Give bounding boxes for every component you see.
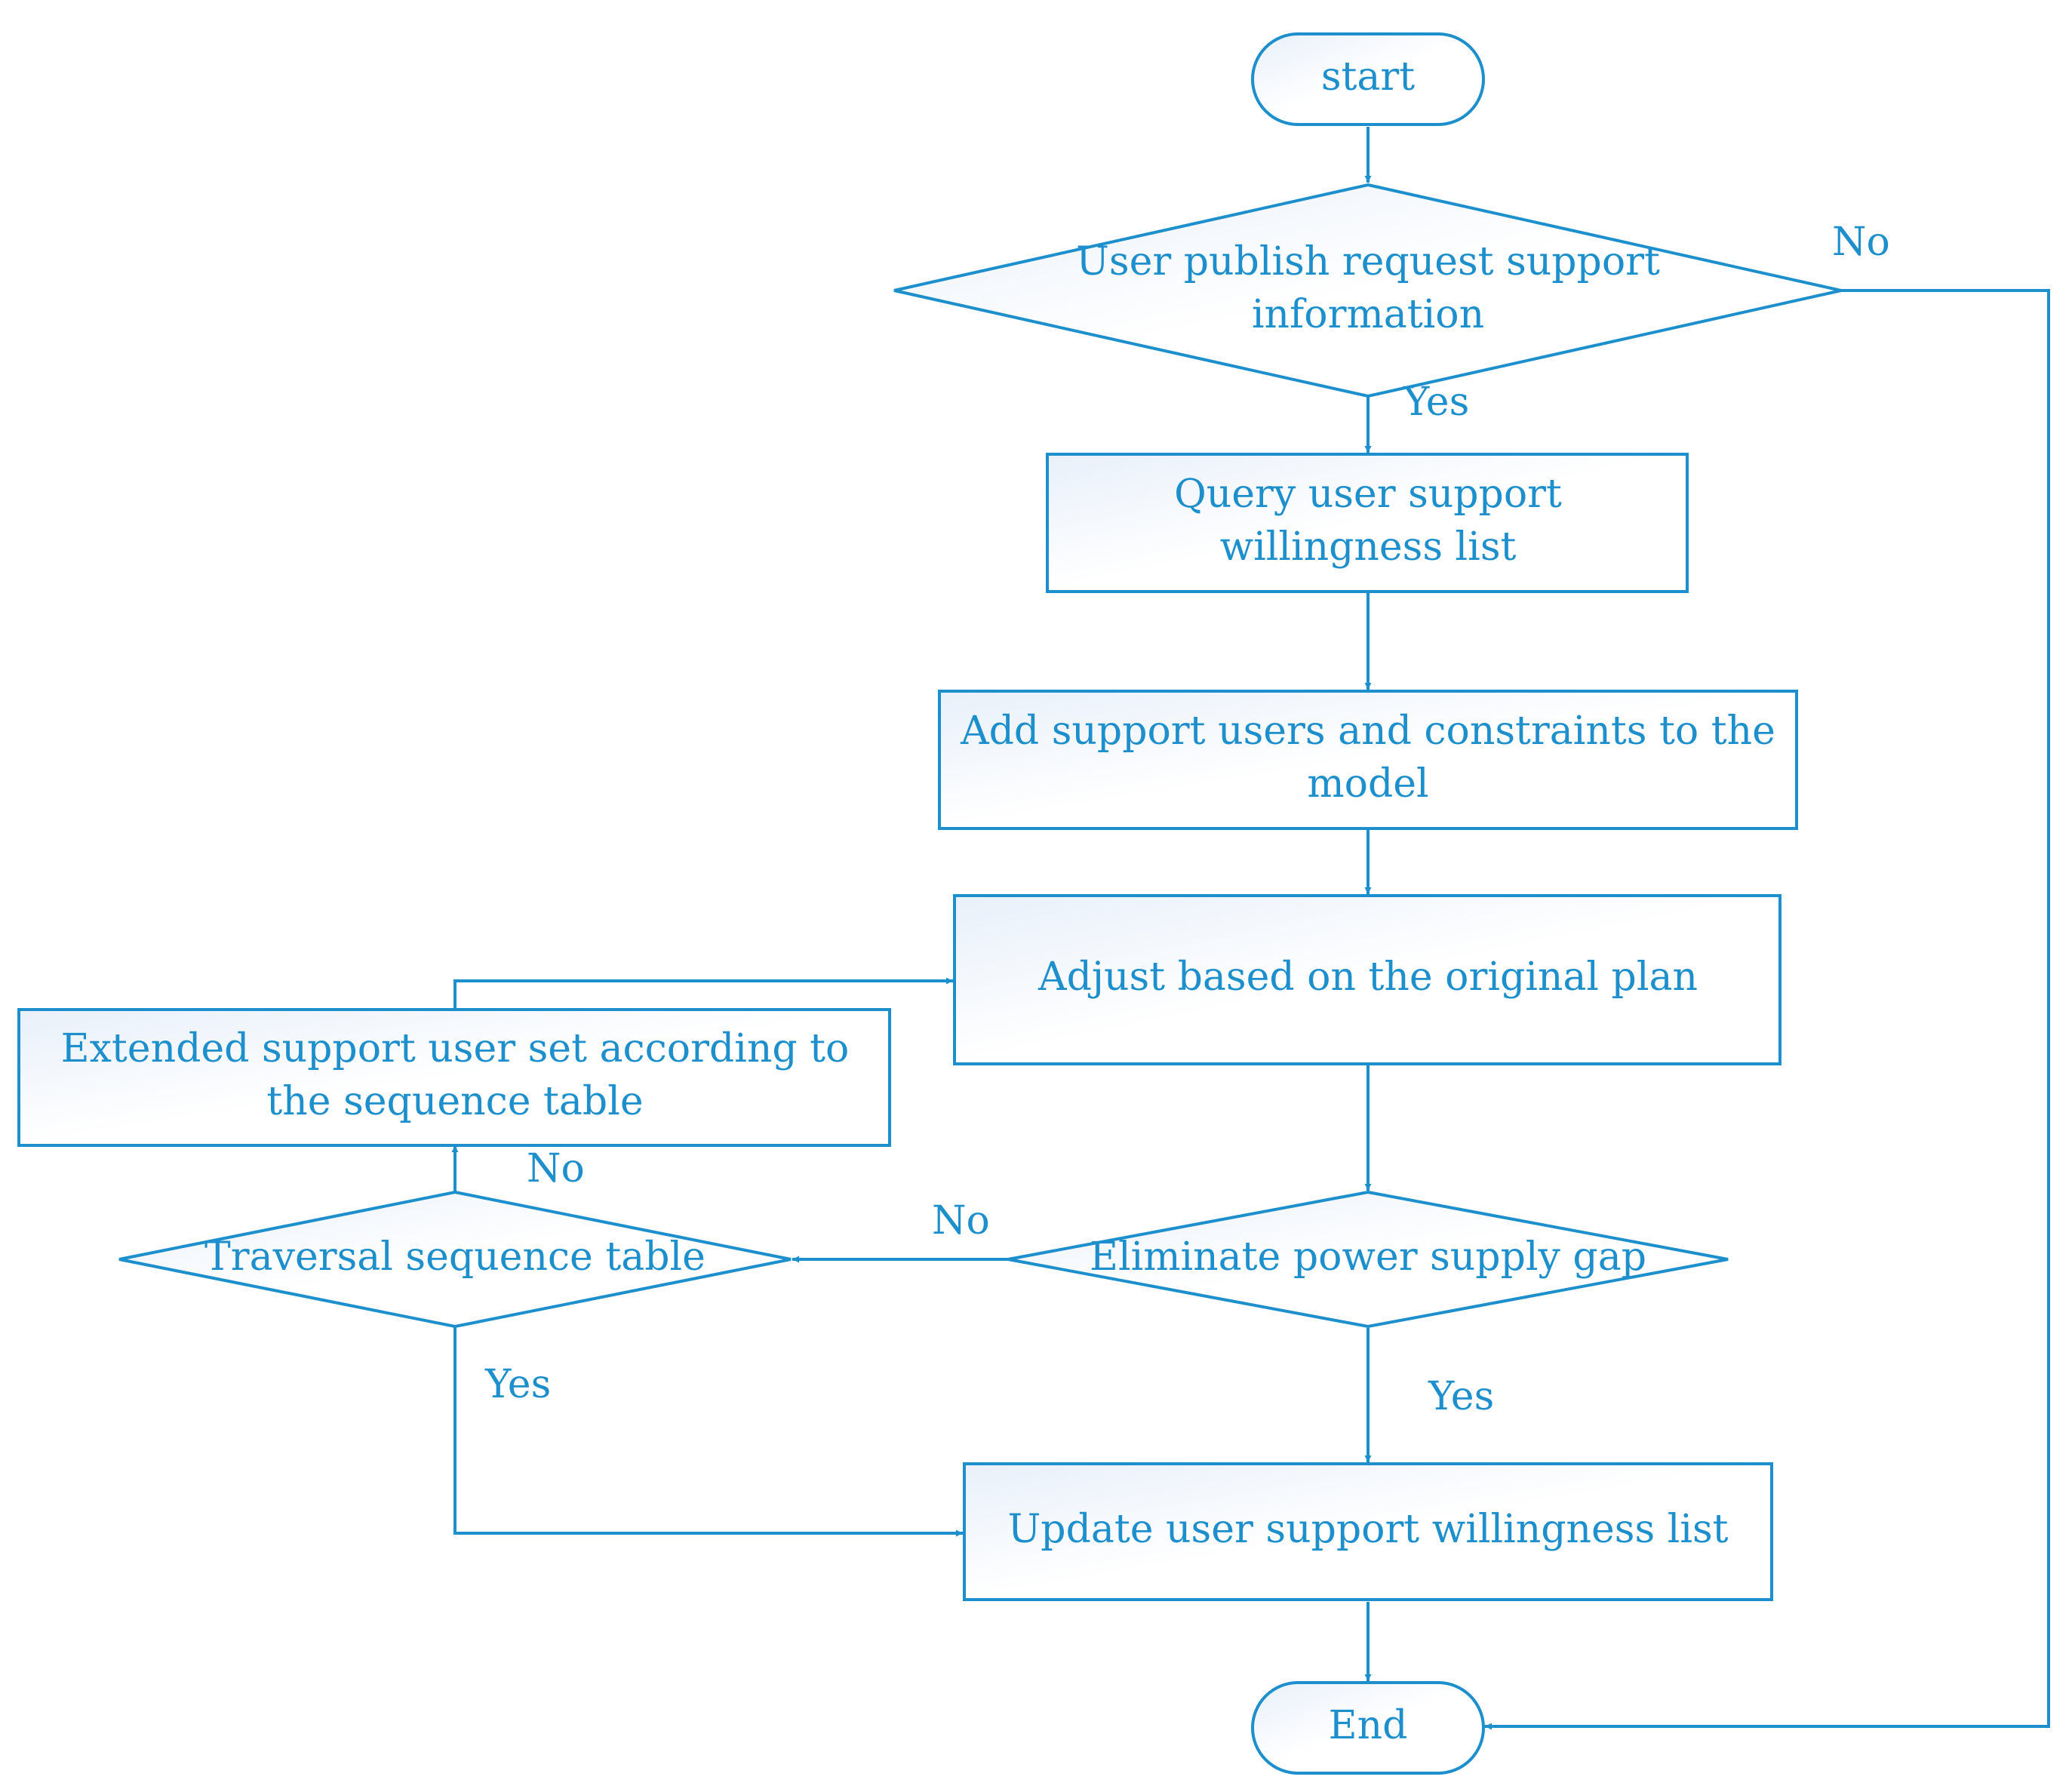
label-line: User publish request support bbox=[1076, 239, 1660, 284]
node-add-process: Add support users and constraints to the… bbox=[938, 690, 1798, 830]
connectors bbox=[451, 127, 2050, 1730]
label-line: the sequence table bbox=[266, 1079, 643, 1124]
label-line: start bbox=[1321, 54, 1415, 100]
process-shape bbox=[953, 894, 1781, 1065]
gap-no-label: No bbox=[932, 1198, 990, 1243]
node-add-label: Add support users and constraints to the… bbox=[960, 709, 1775, 807]
process-shape bbox=[1046, 453, 1689, 593]
node-update-process: Update user support willingness list bbox=[963, 1462, 1773, 1601]
label-line: Query user support bbox=[1174, 472, 1562, 517]
node-extend-label: Extended support user set according to th… bbox=[61, 1026, 850, 1124]
node-publish-decision: User publish request support information bbox=[893, 183, 1842, 398]
terminator-shape bbox=[1251, 1681, 1485, 1775]
node-query-label: Query user support willingness list bbox=[1174, 472, 1562, 570]
traverse-no-label: No bbox=[527, 1146, 585, 1191]
traverse-yes-label: Yes bbox=[484, 1362, 551, 1407]
label-line: Extended support user set according to bbox=[61, 1026, 850, 1071]
label-line: Traversal sequence table bbox=[204, 1234, 706, 1280]
label-line: Update user support willingness list bbox=[1007, 1507, 1728, 1552]
process-shape bbox=[963, 1462, 1773, 1601]
process-shape bbox=[17, 1008, 891, 1147]
label-line: Add support users and constraints to the bbox=[960, 709, 1775, 754]
node-adjust-process: Adjust based on the original plan bbox=[953, 894, 1781, 1065]
node-start-label: start bbox=[1321, 54, 1415, 100]
edge-traverse-yes-to-update bbox=[453, 1327, 963, 1537]
label-line: information bbox=[1252, 292, 1484, 337]
terminator-shape bbox=[1251, 32, 1485, 126]
gap-yes-label: Yes bbox=[1428, 1374, 1494, 1419]
edge-publish-no-to-end bbox=[1485, 289, 2050, 1730]
node-end: End bbox=[1251, 1681, 1485, 1775]
node-publish-label: User publish request support information bbox=[1076, 239, 1660, 337]
node-traverse-decision: Traversal sequence table bbox=[118, 1190, 792, 1329]
node-end-label: End bbox=[1329, 1703, 1408, 1748]
decision-shape bbox=[1007, 1190, 1729, 1329]
process-shape bbox=[938, 690, 1798, 830]
node-query-process: Query user support willingness list bbox=[1046, 453, 1689, 593]
publish-no-label: No bbox=[1832, 220, 1890, 265]
label-line: model bbox=[1307, 761, 1428, 807]
label-line: End bbox=[1329, 1703, 1408, 1748]
edge-extend-to-adjust bbox=[453, 977, 953, 1010]
decision-shape bbox=[118, 1190, 792, 1329]
label-line: Eliminate power supply gap bbox=[1090, 1234, 1646, 1280]
node-start: start bbox=[1251, 32, 1485, 126]
node-gap-label: Eliminate power supply gap bbox=[1090, 1234, 1646, 1280]
node-update-label: Update user support willingness list bbox=[1007, 1507, 1728, 1552]
label-line: willingness list bbox=[1220, 524, 1517, 570]
publish-yes-label: Yes bbox=[1403, 380, 1469, 425]
node-adjust-label: Adjust based on the original plan bbox=[1038, 954, 1698, 1000]
decision-shape bbox=[893, 183, 1842, 398]
label-line: Adjust based on the original plan bbox=[1038, 954, 1698, 1000]
edge-labels: No Yes No Yes No Yes bbox=[484, 220, 1890, 1419]
node-traverse-label: Traversal sequence table bbox=[204, 1234, 706, 1280]
node-extend-process: Extended support user set according to th… bbox=[17, 1008, 891, 1147]
node-gap-decision: Eliminate power supply gap bbox=[1007, 1190, 1729, 1329]
